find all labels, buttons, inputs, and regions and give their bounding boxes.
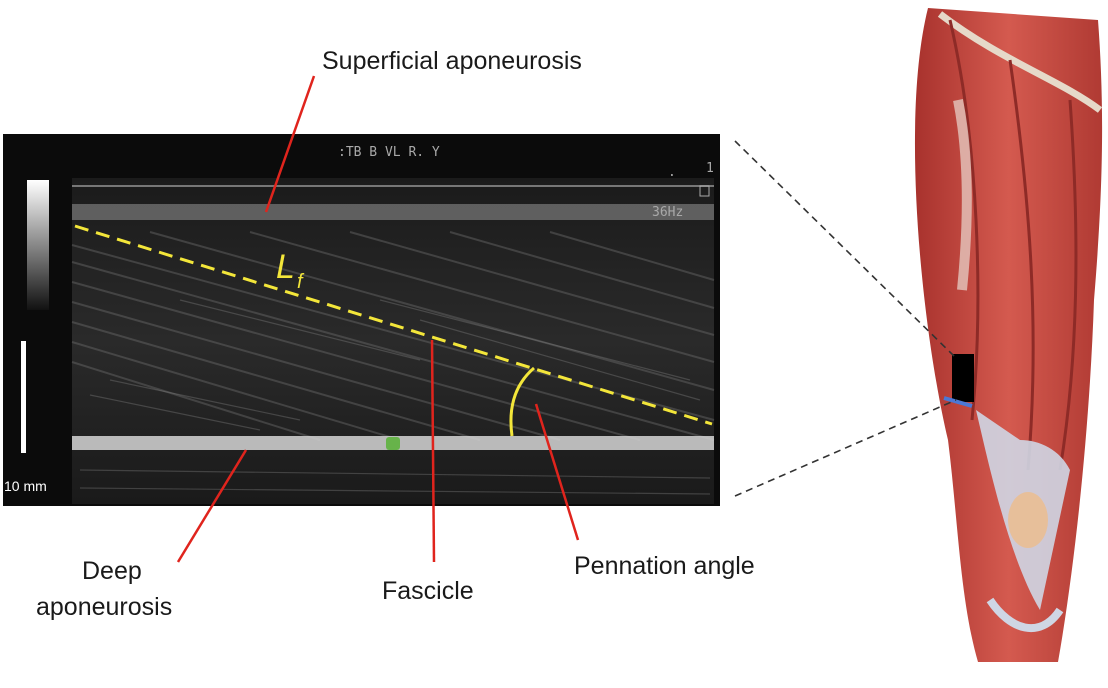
superficial-aponeurosis-label: Superficial aponeurosis	[322, 46, 582, 76]
deep-aponeurosis-label-line1: Deep	[82, 556, 142, 586]
fascicle-length-symbol: L	[276, 248, 295, 286]
ultrasound-image: :TB B VL R. Y . 1 36Hz 10 mm L f	[3, 134, 720, 506]
ultrasound-header-number: 1	[706, 161, 714, 176]
ultrasound-field	[72, 178, 714, 504]
frequency-readout: 36Hz	[652, 205, 683, 220]
patella	[1008, 492, 1048, 548]
scale-bar	[21, 341, 26, 453]
marker-dot	[386, 437, 400, 450]
pennation-angle-label: Pennation angle	[574, 551, 755, 581]
ultrasound-header-dot: .	[668, 165, 676, 180]
superficial-aponeurosis-band	[72, 204, 714, 220]
ultrasound-header-text: :TB B VL R. Y	[338, 145, 440, 160]
scale-bar-label: 10 mm	[4, 478, 47, 494]
fascicle-label: Fascicle	[382, 576, 474, 606]
thigh-muscle-illustration	[915, 8, 1102, 662]
deep-aponeurosis-label-line2: aponeurosis	[36, 592, 172, 622]
grayscale-bar	[27, 180, 49, 310]
ultrasound-probe	[952, 354, 974, 402]
